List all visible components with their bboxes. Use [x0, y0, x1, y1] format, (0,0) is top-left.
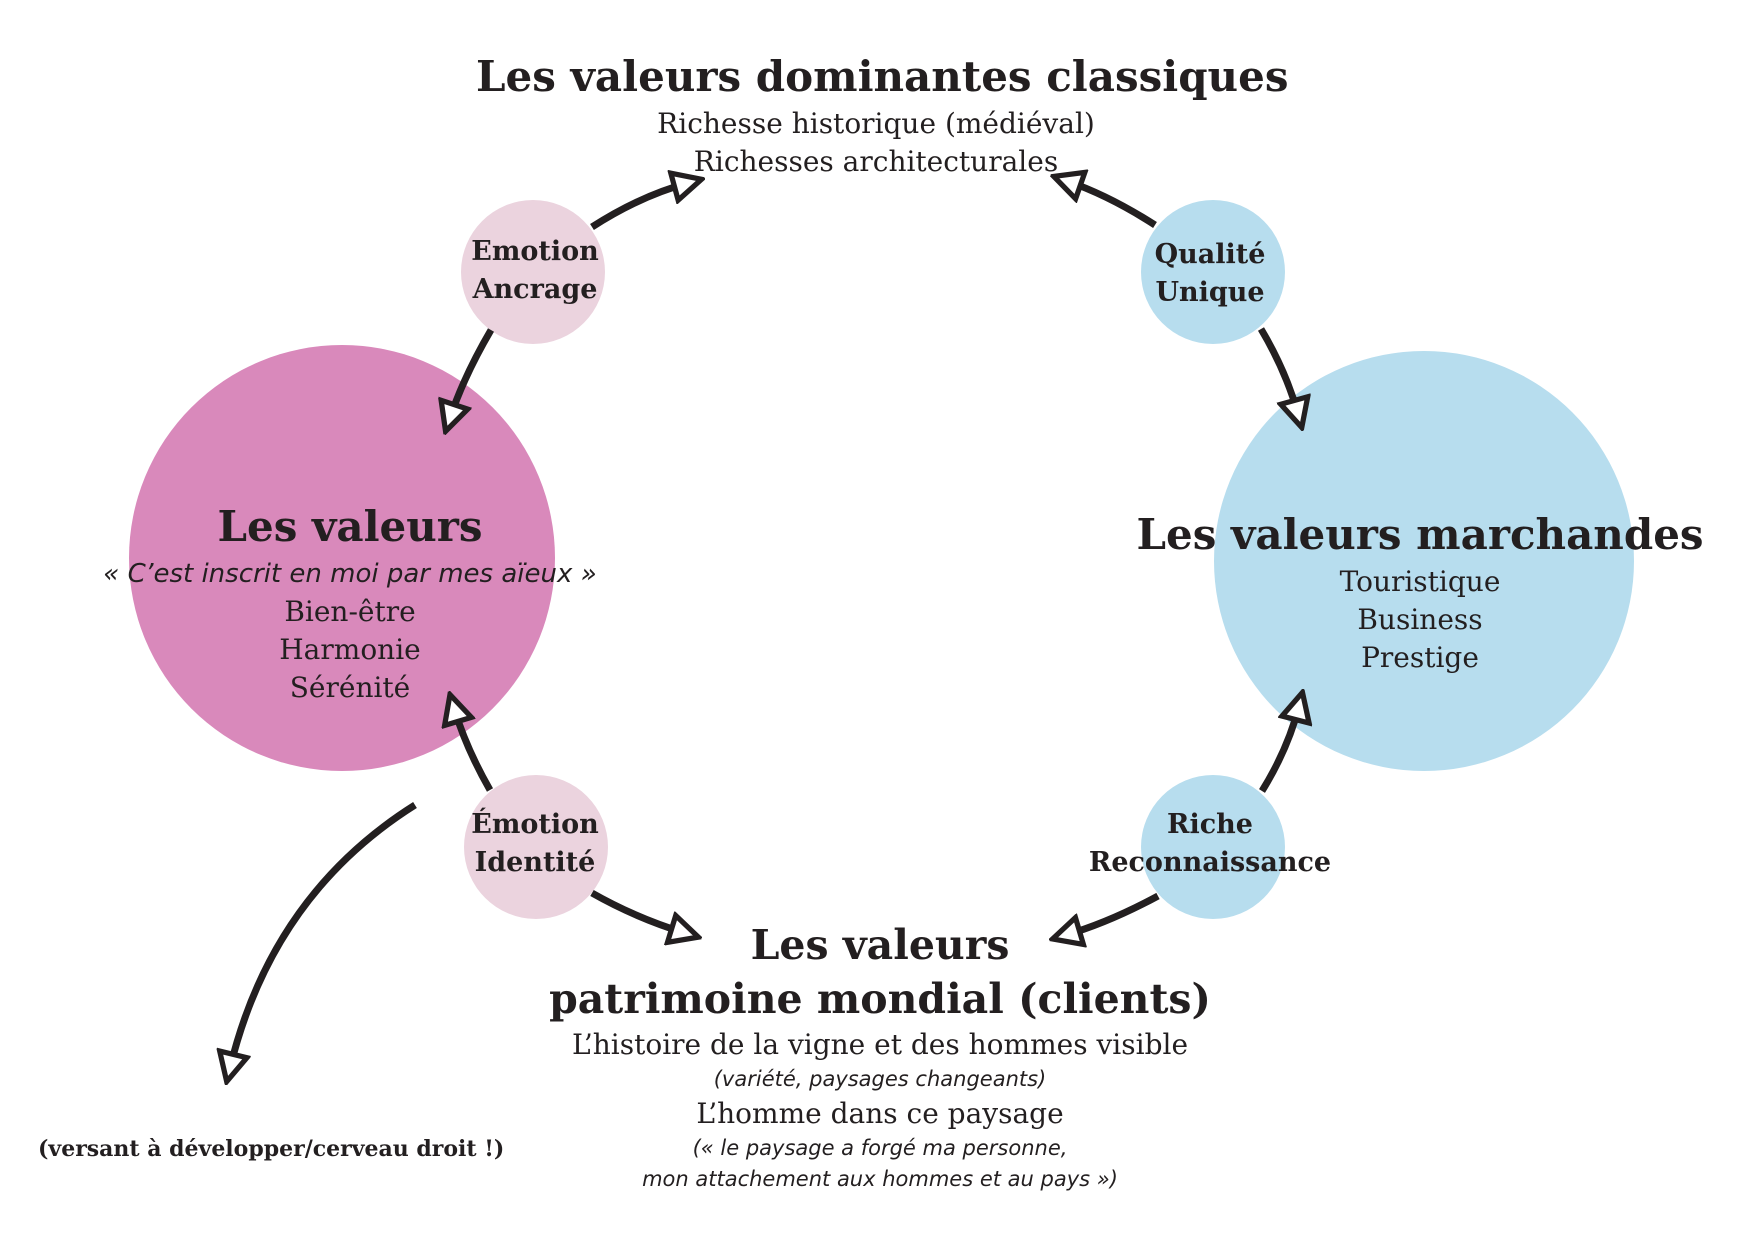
bottom-title-line-2: patrimoine mondial (clients): [549, 975, 1211, 1023]
node-label-emotion-ancrage: Emotion Ancrage: [440, 233, 630, 309]
bottom-line-1: L’histoire de la vigne et des hommes vis…: [571, 1028, 1189, 1061]
left-line-3: Sérénité: [289, 670, 411, 704]
top-line-1: Richesse historique (médiéval): [657, 106, 1095, 140]
right-values-block: Les valeurs marchandes Touristique Busin…: [1130, 508, 1710, 677]
node-br-line-2: Reconnaissance: [1088, 847, 1332, 878]
node-label-emotion-identite: Émotion Identité: [440, 806, 630, 882]
node-tr-line-2: Unique: [1155, 277, 1265, 308]
arrow-identite-to-bottom: [590, 889, 685, 933]
node-tl-line-2: Ancrage: [472, 274, 598, 305]
left-values-block: Les valeurs « C’est inscrit en moi par m…: [80, 500, 620, 707]
arrow-identite-to-left-circle: [454, 708, 494, 792]
left-title: Les valeurs: [217, 502, 483, 551]
bottom-note-2-line-1: (« le paysage a forgé ma personne,: [692, 1136, 1068, 1160]
node-br-line-1: Riche: [1167, 809, 1253, 840]
node-label-riche-reconnaissance: Riche Reconnaissance: [1070, 806, 1350, 882]
left-line-2: Harmonie: [279, 632, 421, 666]
arrow-to-footnote: [230, 802, 417, 1068]
node-circle-riche-reconnaissance: [1141, 775, 1285, 919]
bottom-values-block: Les valeurs patrimoine mondial (clients)…: [500, 918, 1260, 1195]
right-title: Les valeurs marchandes: [1136, 510, 1704, 559]
right-line-3: Prestige: [1361, 640, 1479, 674]
node-bl-line-1: Émotion: [471, 809, 599, 840]
left-quote: « C’est inscrit en moi par mes aïeux »: [103, 558, 597, 589]
circle-les-valeurs: [129, 345, 555, 771]
right-line-1: Touristique: [1339, 564, 1501, 598]
node-circle-emotion-ancrage: [461, 200, 605, 344]
node-circle-qualite-unique: [1141, 200, 1285, 344]
node-label-qualite-unique: Qualité Unique: [1120, 236, 1300, 312]
right-line-2: Business: [1357, 602, 1483, 636]
arrow-reconnaissance-to-bottom: [1066, 892, 1160, 935]
node-tr-line-1: Qualité: [1154, 239, 1266, 270]
node-tl-line-1: Emotion: [471, 236, 599, 267]
footnote: (versant à développer/cerveau droit !): [38, 1136, 505, 1162]
bottom-title-line-1: Les valeurs: [750, 921, 1010, 969]
arrow-reconnaissance-to-right-circle: [1259, 706, 1299, 793]
node-bl-line-2: Identité: [474, 847, 596, 878]
circle-valeurs-marchandes: [1214, 351, 1634, 771]
top-line-2: Richesses architecturales: [693, 144, 1059, 178]
arrow-ancrage-to-left-circle: [450, 328, 495, 418]
arrow-unique-to-top: [1067, 181, 1157, 228]
bottom-line-2: L’homme dans ce paysage: [696, 1097, 1064, 1130]
top-title: Les valeurs dominantes classiques: [476, 52, 1289, 101]
left-line-1: Bien-être: [284, 594, 416, 628]
node-circle-emotion-identite: [464, 775, 608, 919]
bottom-note-2-line-2: mon attachement aux hommes et au pays »): [642, 1167, 1118, 1191]
arrow-unique-to-right-circle: [1257, 327, 1298, 414]
bottom-note-1: (variété, paysages changeants): [713, 1067, 1047, 1091]
top-values-block: Les valeurs dominantes classiques Riches…: [476, 50, 1289, 181]
arrow-ancrage-to-top: [590, 183, 688, 230]
